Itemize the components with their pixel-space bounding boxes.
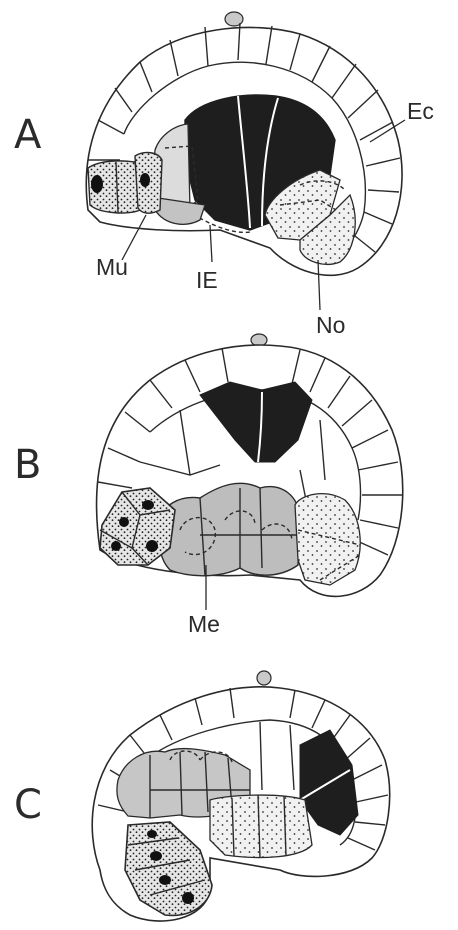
panel-c: C <box>14 671 390 921</box>
label-me: Me <box>188 611 220 637</box>
panel-a: A <box>14 12 434 338</box>
panel-letter-b: B <box>14 442 41 488</box>
label-mu: Mu <box>96 254 128 280</box>
panel-letter-a: A <box>14 112 42 158</box>
label-ie: IE <box>196 267 218 293</box>
polar-body-b <box>251 334 267 346</box>
panel-b: B <box>14 334 403 637</box>
polar-body-c <box>257 671 271 685</box>
notochord-cells-c <box>210 795 312 858</box>
label-ec: Ec <box>407 98 434 124</box>
label-no: No <box>316 312 345 338</box>
notochord-cells-b <box>295 494 360 585</box>
panel-letter-c: C <box>14 782 42 828</box>
